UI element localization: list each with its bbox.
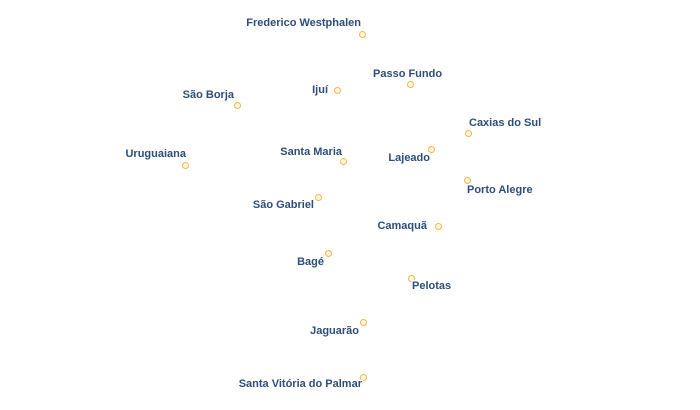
city-marker-icon — [434, 222, 442, 230]
city-label: Pelotas — [412, 280, 452, 292]
city-marker-icon — [314, 193, 322, 201]
city-label: Lajeado — [388, 152, 430, 164]
city-label: Camaquã — [377, 220, 427, 232]
city-label: São Gabriel — [252, 199, 314, 211]
city-marker-icon — [233, 101, 241, 109]
city-label: Bagé — [297, 256, 324, 268]
city-label: Jaguarão — [310, 325, 359, 337]
city-marker-icon — [181, 161, 189, 169]
city-marker-icon — [407, 274, 415, 282]
city-label: Ijuí — [312, 84, 328, 96]
city-label: Santa Vitória do Palmar — [238, 378, 362, 390]
city-marker-icon — [464, 129, 472, 137]
city-marker-icon — [339, 157, 347, 165]
city-marker-icon — [463, 176, 471, 184]
city-label: Santa Maria — [280, 146, 342, 158]
city-label: Caxias do Sul — [469, 117, 542, 129]
city-label: Uruguaiana — [125, 148, 186, 160]
city-marker-icon — [427, 145, 435, 153]
city-label: Passo Fundo — [373, 68, 443, 80]
city-marker-icon — [358, 30, 366, 38]
city-marker-icon — [333, 86, 341, 94]
city-label: São Borja — [182, 89, 234, 101]
city-marker-icon — [359, 318, 367, 326]
city-marker-icon — [406, 80, 414, 88]
city-label: Frederico Westphalen — [246, 17, 361, 29]
city-marker-icon — [324, 249, 332, 257]
city-label: Porto Alegre — [467, 184, 533, 196]
city-marker-icon — [359, 373, 367, 381]
